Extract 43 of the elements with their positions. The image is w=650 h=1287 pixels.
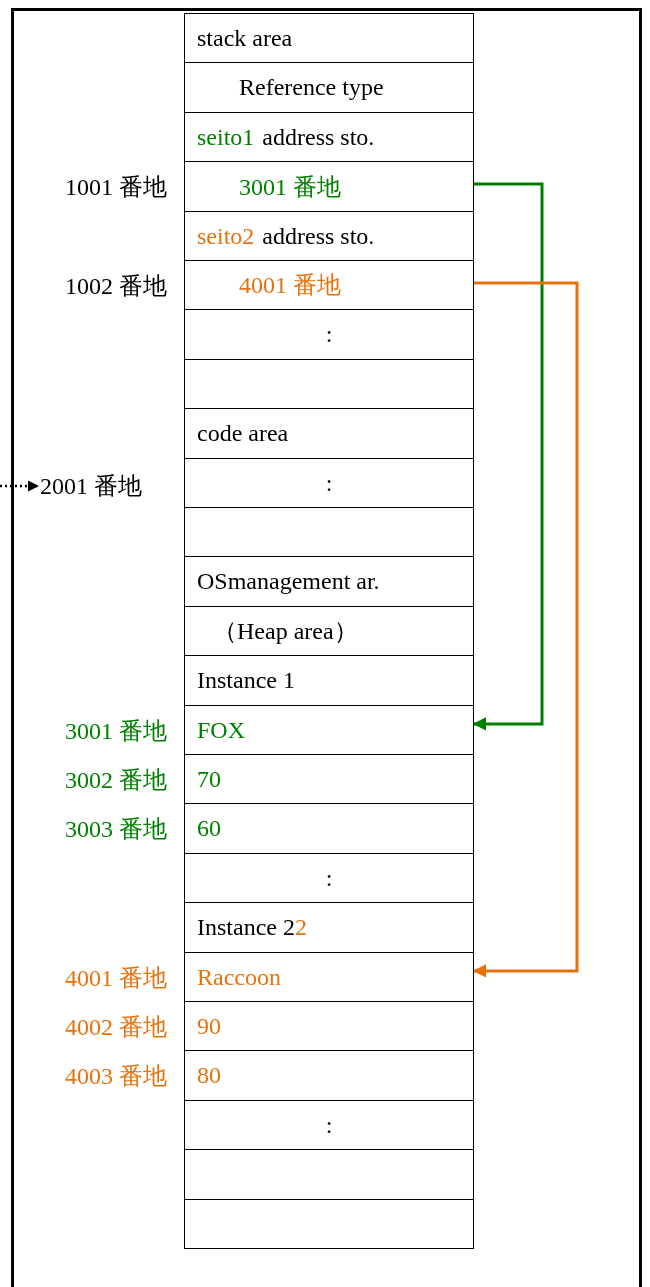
- arrow: [0, 480, 40, 492]
- memory-cell: :: [184, 457, 474, 509]
- cell-text: Instance 2: [197, 914, 295, 942]
- memory-cell: [184, 902, 474, 954]
- memory-cell: [184, 111, 474, 163]
- memory-cell: :: [184, 1099, 474, 1151]
- memory-cell: :: [184, 309, 474, 361]
- cell-text: 2: [294, 914, 307, 942]
- cell-text: 80: [197, 1062, 221, 1090]
- address-label: 1002 番地: [65, 272, 167, 301]
- memory-cell: code area: [184, 408, 474, 460]
- empty-memory-cell: [184, 1149, 474, 1201]
- cell-text: address sto.: [262, 123, 375, 151]
- cell-text: FOX: [197, 716, 245, 744]
- memory-cell: stack area: [184, 13, 474, 64]
- memory-cell: Reference type: [184, 62, 474, 114]
- cell-text: 60: [197, 815, 221, 843]
- memory-cell: （Heap area）: [184, 605, 474, 657]
- address-label: 1001 番地: [65, 173, 167, 203]
- memory-cell: OSmanagement ar.: [184, 556, 474, 608]
- address-label: 2001 番地: [40, 470, 142, 502]
- address-label: 3001 番地: [65, 716, 167, 746]
- cell-text: 70: [197, 765, 221, 793]
- empty-memory-cell: [184, 1198, 474, 1250]
- cell-text: 90: [197, 1012, 221, 1040]
- cell-text: address sto.: [262, 222, 375, 250]
- memory-cell: [184, 210, 474, 262]
- address-label: 4003 番地: [65, 1062, 167, 1092]
- memory-cell: Instance 1: [184, 655, 474, 707]
- address-label: 4002 番地: [65, 1013, 167, 1042]
- address-label: 3003 番地: [65, 815, 167, 845]
- address-label: 4001 番地: [65, 963, 167, 993]
- arrow: [472, 182, 544, 731]
- arrow: [472, 281, 579, 978]
- empty-memory-cell: [184, 507, 474, 558]
- cell-text: 4001 番地: [239, 271, 341, 301]
- cell-text: seito2: [197, 222, 255, 250]
- cell-text: seito1: [197, 123, 255, 151]
- empty-memory-cell: [184, 358, 474, 410]
- memory-cell: :: [184, 852, 474, 904]
- cell-text: Raccoon: [197, 963, 281, 991]
- address-label: 3002 番地: [65, 766, 167, 795]
- cell-text: 3001 番地: [239, 172, 341, 202]
